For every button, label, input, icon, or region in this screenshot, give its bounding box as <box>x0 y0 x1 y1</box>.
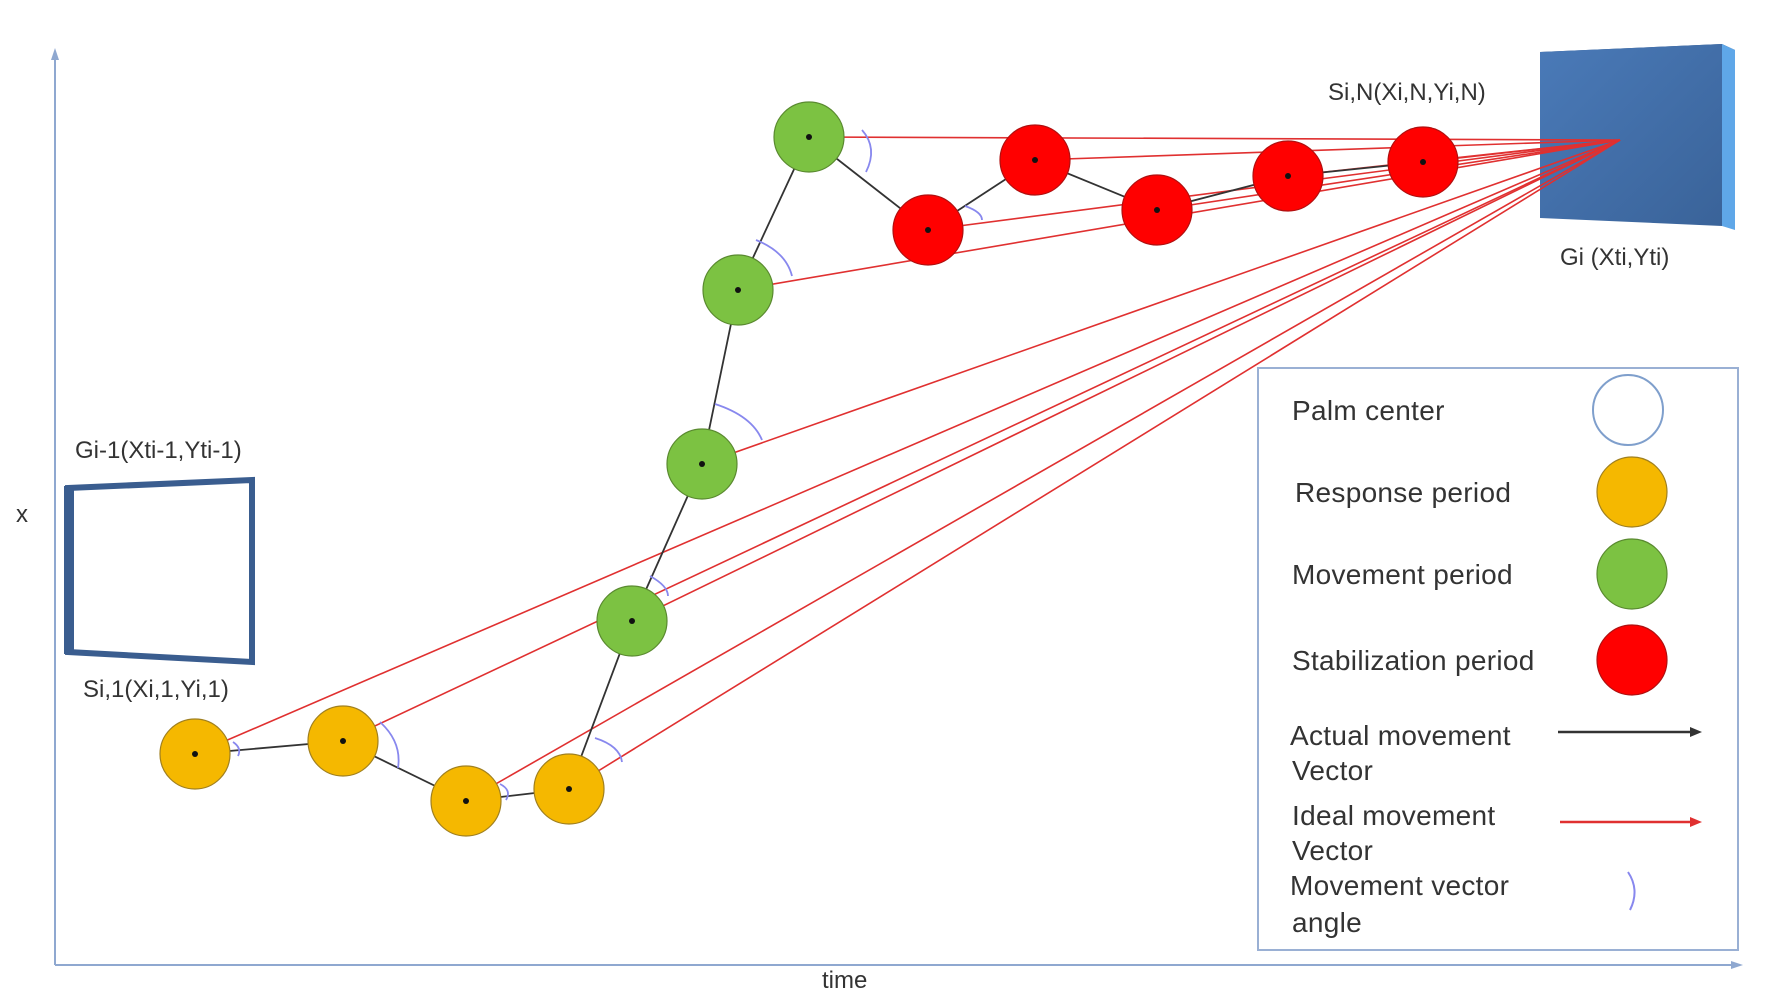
angle-arc <box>594 737 623 763</box>
palm-center-dot <box>1032 157 1038 163</box>
palm-center-dot <box>1420 159 1426 165</box>
angle-arc <box>861 129 872 173</box>
y-axis-arrow-icon <box>51 48 59 60</box>
palm-center-dot <box>699 461 705 467</box>
legend-label-movement-period: Movement period <box>1292 559 1513 590</box>
legend-label-actual-vector-line2: Vector <box>1292 755 1373 786</box>
previous-target-edge <box>64 486 74 654</box>
x-axis-label: time <box>822 967 867 994</box>
ideal-vector-line <box>808 136 1621 141</box>
palm-center-dot <box>1154 207 1160 213</box>
current-target: Gi (Xti,Yti) <box>1540 44 1735 271</box>
stabilization-period-points <box>892 124 1459 266</box>
palm-center-dot <box>1285 173 1291 179</box>
angle-arc <box>649 575 669 597</box>
x-axis-arrow-icon <box>1731 961 1743 969</box>
legend-stabilization-period-swatch <box>1596 624 1668 696</box>
legend-label-angle-line2: angle <box>1292 907 1362 938</box>
legend-label-stabilization-period: Stabilization period <box>1292 645 1535 676</box>
ideal-vector-line <box>194 139 1621 755</box>
palm-center-dot <box>806 134 812 140</box>
ideal-vector-line <box>701 139 1621 465</box>
legend-actual-vector-arrow-icon <box>1690 727 1702 737</box>
legend-response-period-swatch <box>1596 456 1668 528</box>
legend-angle-arc-icon <box>1627 871 1636 911</box>
ideal-vector-line <box>568 139 1621 790</box>
start-point-label: Si,1(Xi,1,Yi,1) <box>83 676 229 703</box>
legend-label-angle-line1: Movement vector <box>1290 870 1509 901</box>
previous-target-label: Gi-1(Xti-1,Yti-1) <box>75 437 242 464</box>
palm-center-dot <box>629 618 635 624</box>
current-target-side-face <box>1722 44 1735 230</box>
legend-label-ideal-vector-line1: Ideal movement <box>1292 800 1495 831</box>
angle-arcs <box>232 129 983 801</box>
palm-center-dot <box>735 287 741 293</box>
legend-movement-period-swatch <box>1596 538 1668 610</box>
response-period-points <box>159 705 605 837</box>
previous-target-frame <box>65 476 255 666</box>
axes: x time <box>16 48 1743 994</box>
legend-ideal-vector-arrow-icon <box>1690 817 1702 827</box>
actual-movement-path <box>194 135 1424 802</box>
y-axis-label: x <box>16 501 28 528</box>
palm-center-dots <box>192 134 1426 804</box>
end-point-label: Si,N(Xi,N,Yi,N) <box>1328 79 1486 106</box>
angle-arc <box>755 239 793 277</box>
ideal-vector-line <box>465 139 1621 802</box>
legend-label-response-period: Response period <box>1295 477 1511 508</box>
angle-arc <box>714 403 763 441</box>
legend-label-palm-center: Palm center <box>1292 395 1445 426</box>
angle-arc <box>379 721 400 769</box>
ideal-vector-line <box>1156 139 1621 211</box>
legend-palm-center-swatch <box>1592 374 1664 446</box>
angle-arc <box>964 205 983 221</box>
ideal-vector-line <box>342 139 1621 742</box>
angle-arc <box>232 741 241 757</box>
ideal-vector-line <box>631 139 1621 622</box>
palm-center-dot <box>192 751 198 757</box>
current-target-front-face <box>1540 44 1722 226</box>
angle-arc <box>499 783 509 801</box>
palm-center-dot <box>340 738 346 744</box>
legend-label-actual-vector-line1: Actual movement <box>1290 720 1511 751</box>
palm-center-dot <box>566 786 572 792</box>
legend: Palm center Response period Movement per… <box>1257 367 1739 951</box>
previous-target: Gi-1(Xti-1,Yti-1) <box>64 437 255 666</box>
palm-center-dot <box>925 227 931 233</box>
current-target-label: Gi (Xti,Yti) <box>1560 244 1669 271</box>
legend-label-ideal-vector-line2: Vector <box>1292 835 1373 866</box>
ideal-vector-line <box>1034 139 1621 161</box>
palm-center-dot <box>463 798 469 804</box>
